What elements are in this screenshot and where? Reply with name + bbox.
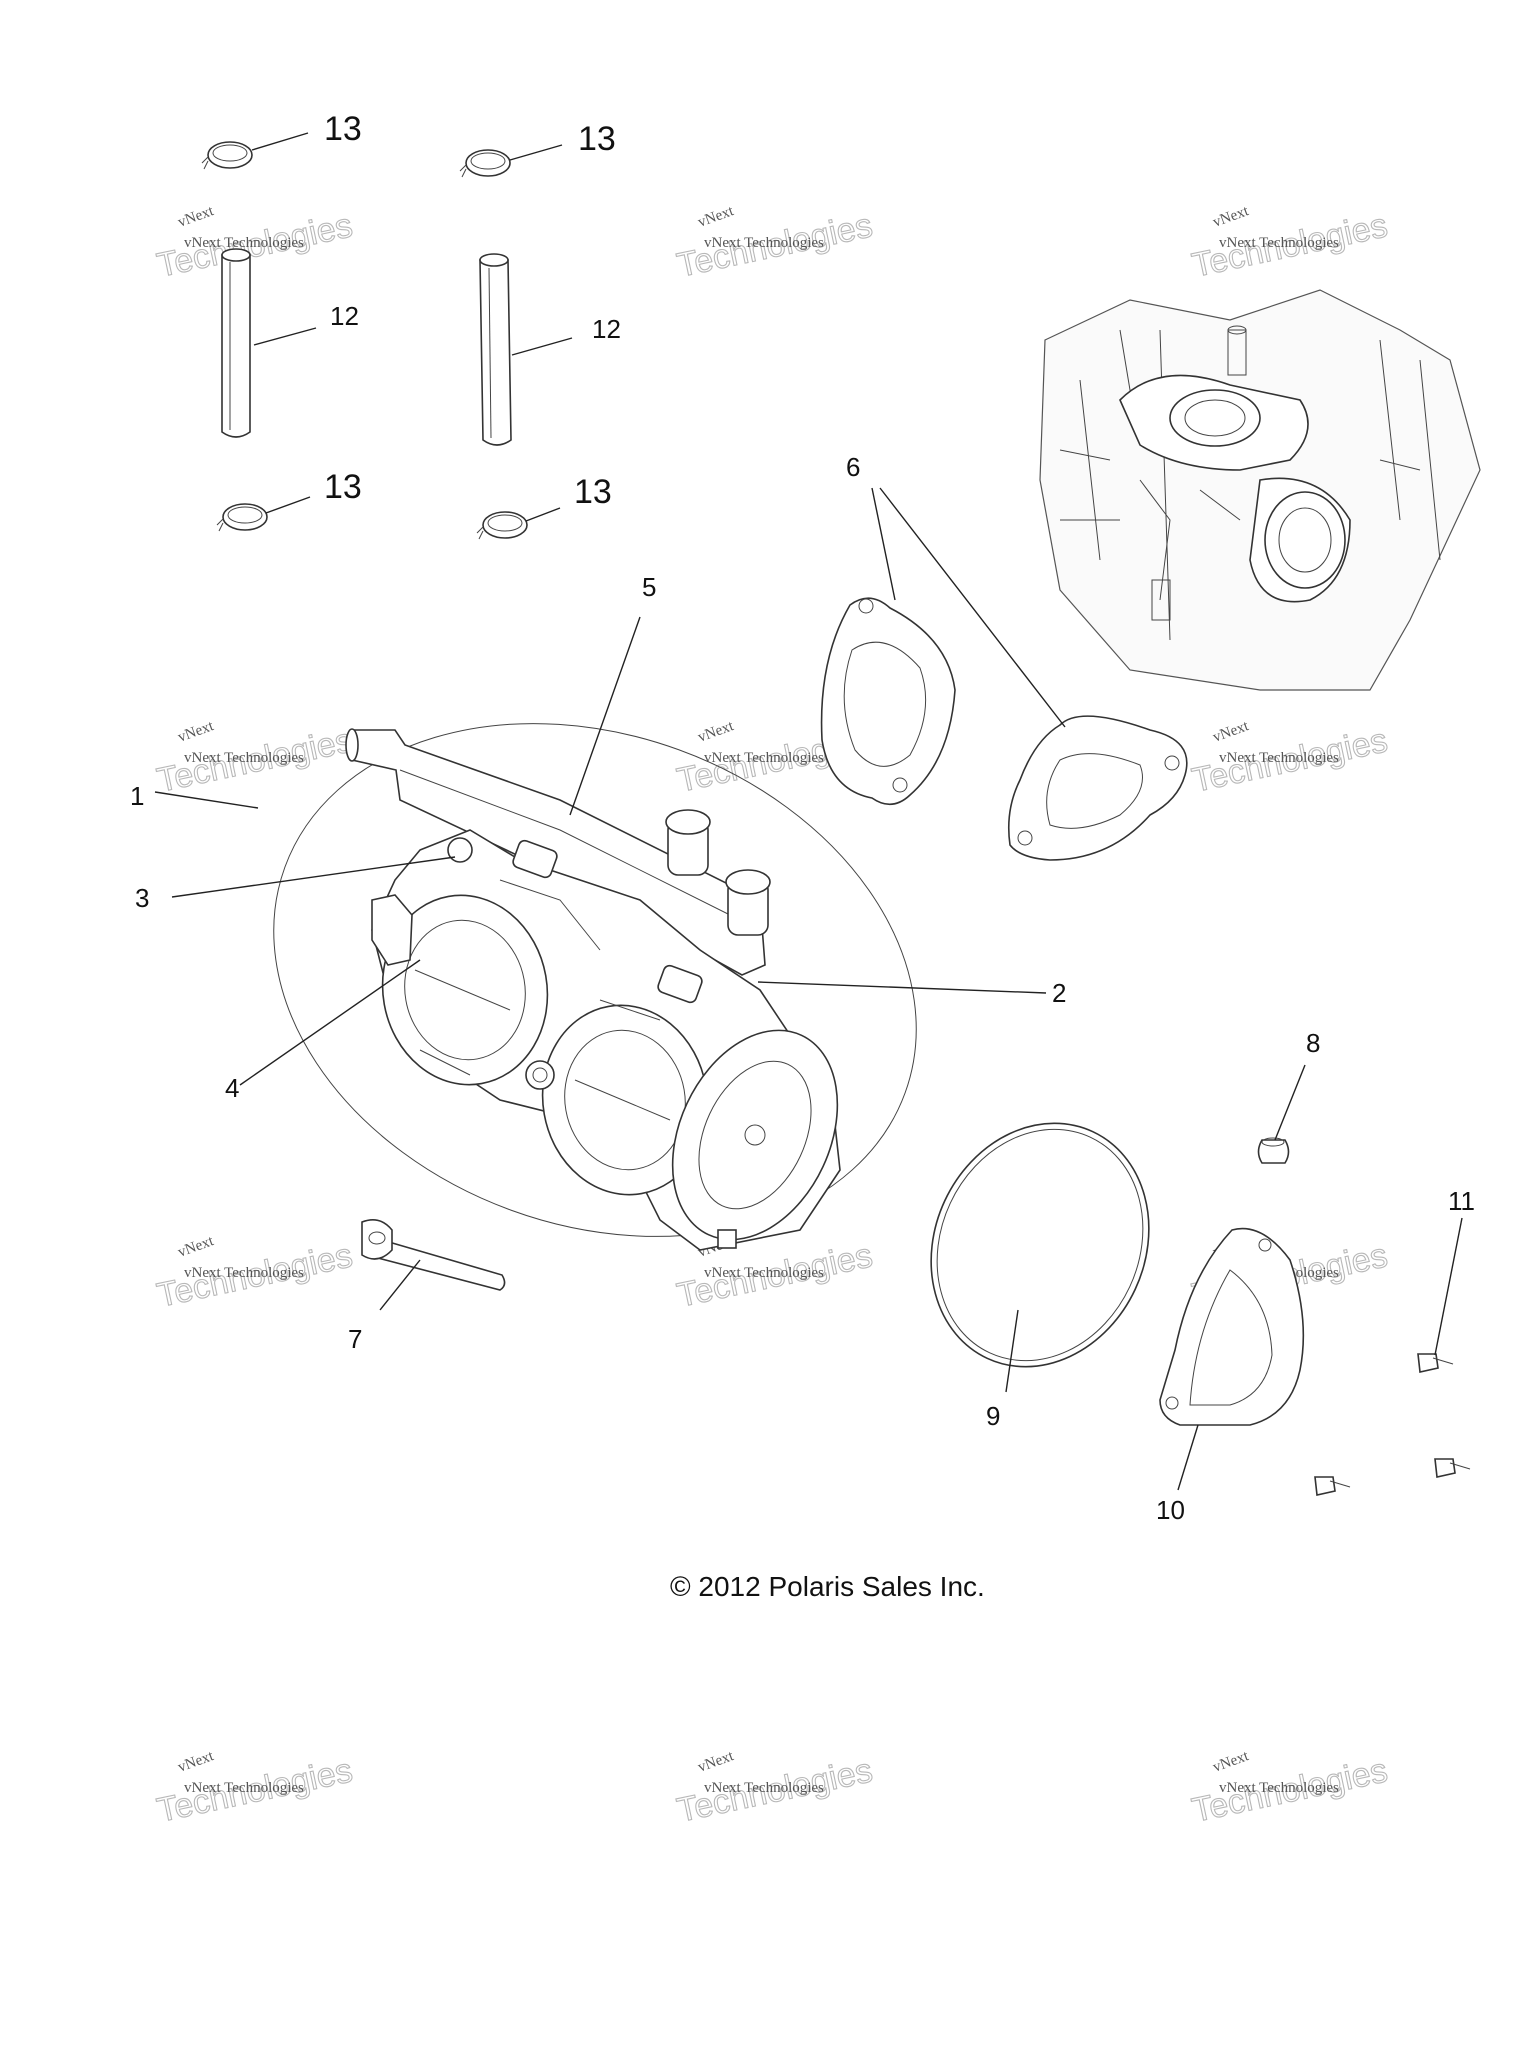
callout-11: 11 [1448, 1186, 1475, 1216]
callout-7: 7 [348, 1324, 362, 1354]
copyright-notice: © 2012 Polaris Sales Inc. [670, 1571, 985, 1602]
hose-clamp-top-left [201, 141, 253, 170]
watermark: Technologies vNext vNext Technologies [153, 203, 356, 285]
engine-block [1039, 289, 1481, 691]
hose-left [221, 248, 251, 438]
svg-text:vNext: vNext [696, 718, 737, 746]
svg-text:vNext: vNext [1211, 718, 1252, 746]
throttle-body-assembly [345, 728, 841, 1251]
svg-text:vNext Technologies: vNext Technologies [704, 235, 824, 251]
svg-text:vNext: vNext [696, 1748, 737, 1776]
svg-text:vNext Technologies: vNext Technologies [184, 235, 304, 251]
watermark: Technologies vNext vNext Technologies [673, 1748, 876, 1830]
callout-2: 2 [1052, 978, 1066, 1008]
watermark: Technologies vNext vNext Technologies [153, 718, 356, 800]
watermark: Technologies vNext vNext Technologies [673, 203, 876, 285]
leader-lines [154, 132, 1463, 1491]
watermark: Technologies vNext vNext Technologies [1188, 203, 1391, 285]
svg-text:vNext Technologies: vNext Technologies [1219, 235, 1339, 251]
throttle-body-gasket-upper [820, 597, 956, 806]
hose-right [479, 253, 512, 446]
callout-13: 13 [578, 120, 616, 158]
screw-2 [1314, 1476, 1351, 1496]
svg-text:vNext Technologies: vNext Technologies [184, 750, 304, 766]
callout-13: 13 [574, 473, 612, 511]
svg-text:vNext: vNext [696, 203, 737, 231]
hose-clamp-bottom-right [476, 511, 528, 540]
watermark: Technologies vNext vNext Technologies [1188, 718, 1391, 800]
callout-12: 12 [330, 301, 359, 331]
callout-1: 1 [130, 781, 144, 811]
screw-3 [1434, 1458, 1471, 1478]
svg-text:vNext Technologies: vNext Technologies [704, 1265, 824, 1281]
svg-text:vNext: vNext [1211, 1748, 1252, 1776]
svg-text:vNext Technologies: vNext Technologies [704, 1780, 824, 1796]
callout-3: 3 [135, 883, 149, 913]
callout-13: 13 [324, 110, 362, 148]
callout-5: 5 [642, 572, 656, 602]
fuel-injector-right [725, 869, 771, 936]
mounting-bolt-long [361, 1219, 506, 1291]
callout-labels: 13 13 12 12 13 13 6 5 1 3 2 4 8 11 7 9 1… [130, 110, 1475, 1525]
svg-text:vNext: vNext [176, 718, 217, 746]
plug [1257, 1137, 1290, 1164]
callout-8: 8 [1306, 1028, 1320, 1058]
watermark: Technologies vNext vNext Technologies [153, 1233, 356, 1315]
callout-13: 13 [324, 468, 362, 506]
cover-plate [1159, 1227, 1305, 1426]
callout-9: 9 [986, 1401, 1000, 1431]
callout-12: 12 [592, 314, 621, 344]
fuel-injector-left [665, 809, 711, 876]
svg-text:vNext: vNext [176, 1233, 217, 1261]
watermark: Technologies vNext vNext Technologies [153, 1748, 356, 1830]
throttle-body-gasket-lower [1007, 715, 1188, 861]
svg-text:vNext Technologies: vNext Technologies [184, 1780, 304, 1796]
svg-text:vNext: vNext [176, 203, 217, 231]
watermark: Technologies vNext vNext Technologies [1188, 1748, 1391, 1830]
svg-text:vNext Technologies: vNext Technologies [704, 750, 824, 766]
callout-4: 4 [225, 1073, 239, 1103]
callout-10: 10 [1156, 1495, 1185, 1525]
svg-text:vNext Technologies: vNext Technologies [1219, 1780, 1339, 1796]
svg-text:vNext: vNext [176, 1748, 217, 1776]
svg-text:vNext Technologies: vNext Technologies [1219, 750, 1339, 766]
throttle-body-assembly-outline [273, 723, 917, 1237]
hose-clamp-bottom-left [216, 503, 268, 532]
screw-1 [1417, 1353, 1454, 1373]
hose-clamp-top-right [459, 149, 511, 178]
svg-text:vNext Technologies: vNext Technologies [184, 1265, 304, 1281]
svg-text:vNext: vNext [1211, 203, 1252, 231]
o-ring [930, 1122, 1150, 1368]
callout-6: 6 [846, 452, 860, 482]
